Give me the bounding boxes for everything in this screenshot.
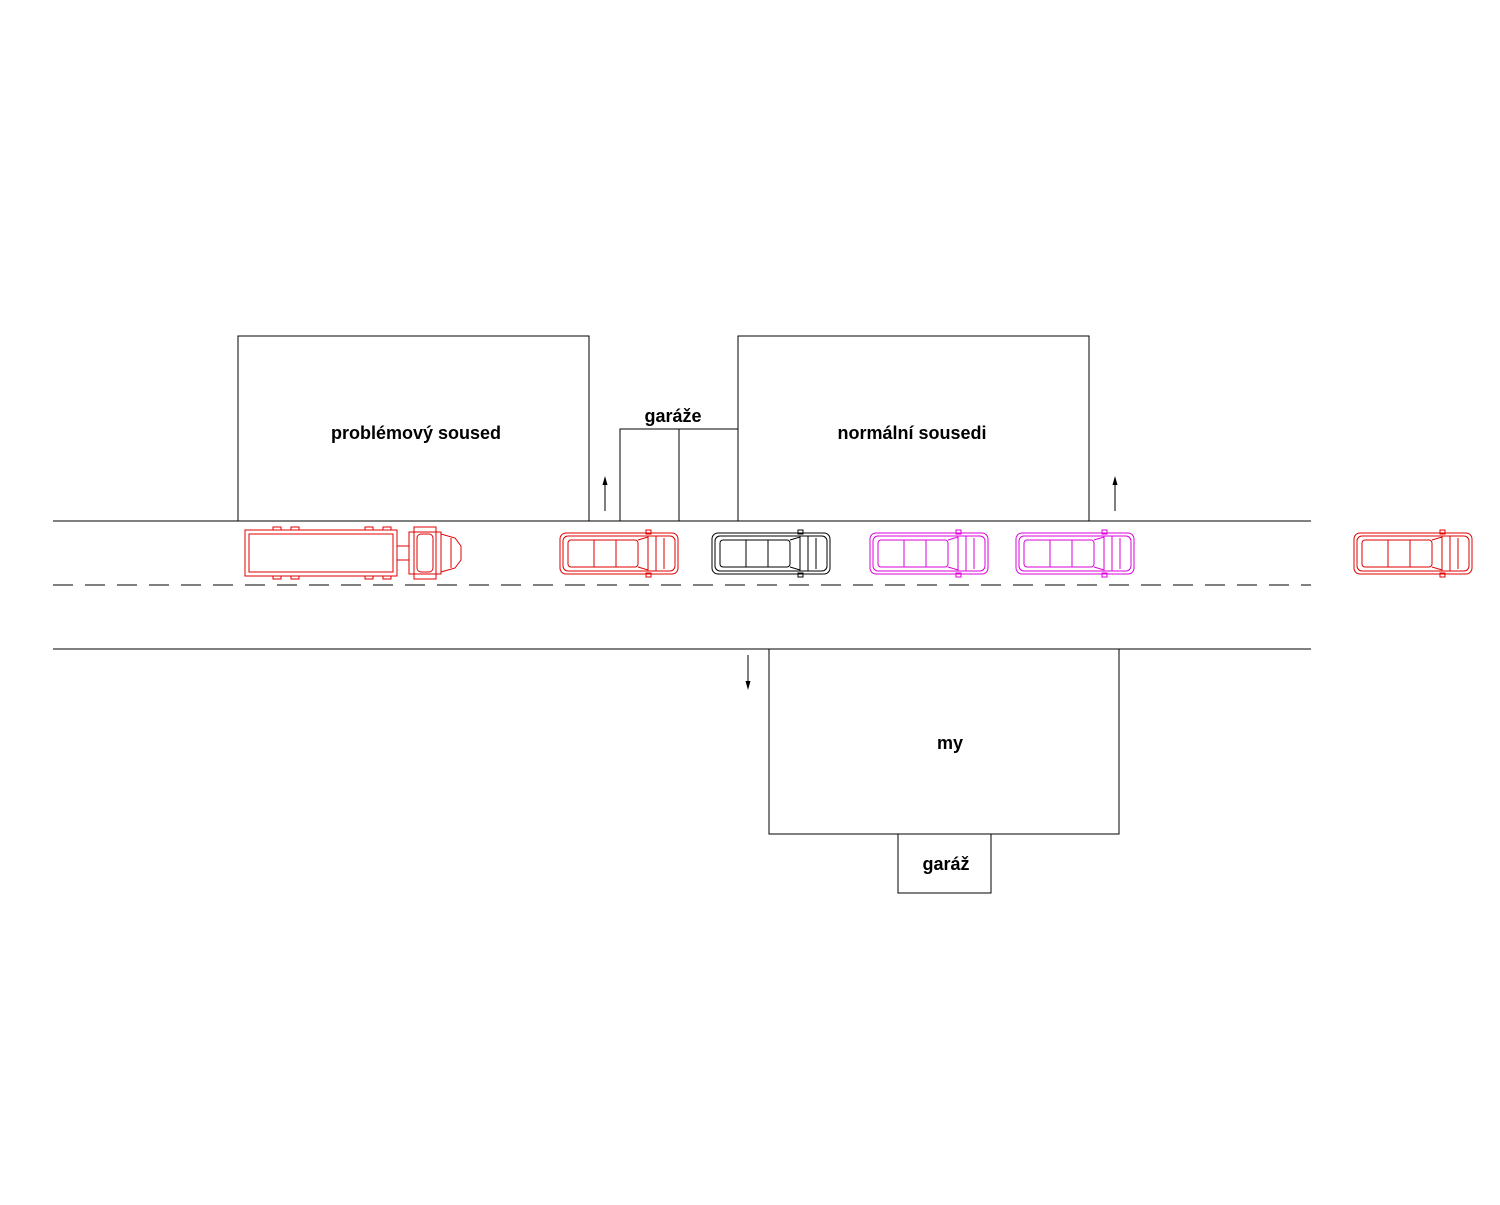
problem-neighbor-building <box>237 335 590 522</box>
arrow-up-icon <box>1112 476 1118 511</box>
arrow-down-icon <box>745 655 751 690</box>
us-label: my <box>937 733 963 753</box>
garage-label: garáž <box>922 854 969 874</box>
car <box>1353 529 1473 578</box>
garages-label: garáže <box>644 406 701 426</box>
normal-neighbors-building <box>737 335 1090 522</box>
arrows <box>602 476 1118 690</box>
normal-neighbors-label: normální sousedi <box>837 423 986 443</box>
car <box>1015 529 1135 578</box>
car <box>711 529 831 578</box>
vehicles <box>244 526 1473 580</box>
our-garage-building <box>897 833 992 894</box>
buildings <box>237 335 1120 894</box>
problem-neighbor-label: problémový soused <box>331 423 501 443</box>
road <box>53 520 1311 650</box>
truck <box>244 526 462 580</box>
garages-building <box>619 428 738 521</box>
car <box>559 529 679 578</box>
arrow-up-icon <box>602 476 608 511</box>
car <box>869 529 989 578</box>
